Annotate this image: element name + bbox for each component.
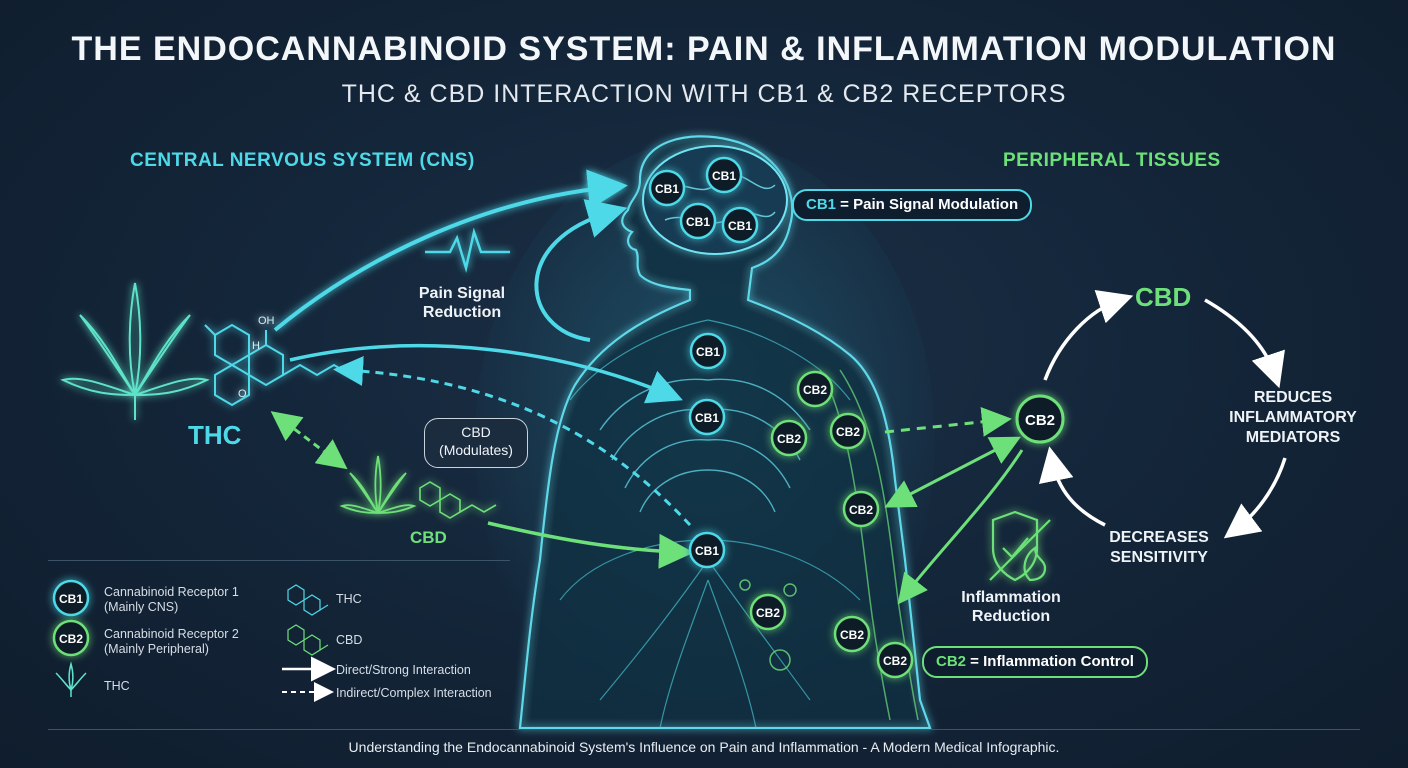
legend-thc-molecule-icon <box>287 584 329 616</box>
legend-cb2-icon: CB2 <box>52 619 90 657</box>
speech-line-2: (Modulates) <box>439 442 513 458</box>
legend-cbd-molecule-text: CBD <box>336 633 363 647</box>
svg-text:CB1: CB1 <box>696 345 720 359</box>
cb1-receptors: CB1 CB1 CB1 CB1 CB1 CB1 CB1 <box>648 156 759 569</box>
speech-line-1: CBD <box>461 424 491 440</box>
svg-text:CB2: CB2 <box>883 654 907 668</box>
svg-text:CB2: CB2 <box>756 606 780 620</box>
svg-text:CB1: CB1 <box>728 219 752 233</box>
svg-text:CB2: CB2 <box>59 632 83 646</box>
cb1-callout: CB1 = Pain Signal Modulation <box>792 189 1033 221</box>
legend-cb2-text: Cannabinoid Receptor 2 (Mainly Periphera… <box>104 627 239 657</box>
cbd-modulates-bubble: CBD (Modulates) <box>424 418 528 468</box>
cbd-molecule-icon <box>419 481 497 519</box>
reduces-line-3: MEDIATORS <box>1245 429 1341 446</box>
reduces-line-2: INFLAMMATORY <box>1229 409 1357 426</box>
svg-text:CB1: CB1 <box>695 411 719 425</box>
legend-r1-line-2: (Mainly CNS) <box>104 600 179 614</box>
reduces-line-1: REDUCES <box>1253 389 1333 406</box>
svg-text:H: H <box>252 340 260 352</box>
shield-flame-icon <box>989 510 1051 582</box>
cbd-cycle-arrows <box>1038 290 1287 539</box>
decreases-sensitivity-label: DECREASES SENSITIVITY <box>1094 528 1224 568</box>
pain-line-2: Reduction <box>422 304 502 321</box>
svg-text:CB2: CB2 <box>836 425 860 439</box>
legend-leaf-icon <box>55 661 87 697</box>
legend-cb1-icon: CB1 <box>52 579 90 617</box>
receptor-badge-cb2: CB2 <box>770 419 808 457</box>
receptor-badge-cb2: CB2 <box>842 490 880 528</box>
receptor-badge-cb2: CB2 <box>833 615 871 653</box>
receptor-badge-cb1: CB1 <box>705 156 743 194</box>
cell-icons <box>739 579 797 671</box>
svg-text:CB2: CB2 <box>1025 412 1055 429</box>
cbd-cycle-label: CBD <box>1135 282 1192 312</box>
receptor-badge-cb1: CB1 <box>688 531 726 569</box>
cns-section-label: CENTRAL NERVOUS SYSTEM (CNS) <box>130 150 475 171</box>
cbd-leaf-icon <box>339 455 417 514</box>
connection-arrows <box>270 169 1024 605</box>
receptor-badge-cb1: CB1 <box>648 169 686 207</box>
svg-text:CB1: CB1 <box>686 215 710 229</box>
legend-cbd-molecule-icon <box>287 624 329 656</box>
svg-text:OH: OH <box>258 315 275 327</box>
inflam-line-1: Inflammation <box>961 589 1061 606</box>
legend-indirect-text: Indirect/Complex Interaction <box>336 686 492 700</box>
legend-thc-molecule-text: THC <box>336 592 362 606</box>
cb2-callout-tag: CB2 <box>936 653 967 670</box>
decreases-line-1: DECREASES <box>1109 529 1209 546</box>
cbd-label: CBD <box>410 528 447 547</box>
legend-r1-line-1: Cannabinoid Receptor 1 <box>104 585 239 599</box>
receptor-badge-cb2-large: CB2 <box>1015 394 1065 444</box>
thc-label: THC <box>188 420 242 450</box>
legend-cb1-text: Cannabinoid Receptor 1 (Mainly CNS) <box>104 585 239 615</box>
pulse-icon <box>425 227 510 273</box>
reduces-mediators-label: REDUCES INFLAMMATORY MEDIATORS <box>1218 388 1368 448</box>
legend-r2-line-1: Cannabinoid Receptor 2 <box>104 627 239 641</box>
legend-direct-text: Direct/Strong Interaction <box>336 663 471 677</box>
legend-divider <box>48 560 510 561</box>
footer-divider <box>48 729 1360 730</box>
pain-line-1: Pain Signal <box>418 285 506 302</box>
receptor-badge-cb2: CB2 <box>796 370 834 408</box>
svg-text:CB1: CB1 <box>695 544 719 558</box>
decreases-line-2: SENSITIVITY <box>1110 549 1208 566</box>
svg-text:O: O <box>238 388 247 400</box>
receptor-badge-cb1: CB1 <box>688 398 726 436</box>
page-title: THE ENDOCANNABINOID SYSTEM: PAIN & INFLA… <box>71 30 1337 68</box>
receptor-badge-cb1: CB1 <box>679 202 717 240</box>
cb2-receptors: CB2 CB2 CB2 CB2 CB2 CB2 CB2 CB2 <box>749 370 1065 679</box>
receptor-badge-cb1: CB1 <box>689 332 727 370</box>
pain-signal-caption: Pain Signal Reduction <box>402 284 522 322</box>
svg-text:CB1: CB1 <box>712 169 736 183</box>
cb1-callout-tag: CB1 <box>806 196 837 213</box>
svg-text:CB2: CB2 <box>840 628 864 642</box>
cannabis-leaf-icon <box>60 282 210 420</box>
inflammation-reduction-caption: Inflammation Reduction <box>946 588 1076 626</box>
legend-icons: CB1 CB2 <box>52 579 336 702</box>
svg-text:CB2: CB2 <box>803 383 827 397</box>
receptor-badge-cb1: CB1 <box>721 206 759 244</box>
svg-text:CB2: CB2 <box>777 432 801 446</box>
footer-caption: Understanding the Endocannabinoid System… <box>348 739 1060 755</box>
page-subtitle: THC & CBD INTERACTION WITH CB1 & CB2 REC… <box>341 80 1067 108</box>
svg-text:CB1: CB1 <box>655 182 679 196</box>
cb2-callout-text: = Inflammation Control <box>966 653 1134 670</box>
svg-text:CB2: CB2 <box>849 503 873 517</box>
receptor-badge-cb2: CB2 <box>829 412 867 450</box>
svg-text:CB1: CB1 <box>59 592 83 606</box>
peripheral-section-label: PERIPHERAL TISSUES <box>1003 150 1221 171</box>
legend-r2-line-2: (Mainly Peripheral) <box>104 642 209 656</box>
inflam-line-2: Reduction <box>971 608 1051 625</box>
thc-molecule-icon: H OH O <box>204 315 352 407</box>
receptor-badge-cb2: CB2 <box>749 593 787 631</box>
cb1-callout-text: = Pain Signal Modulation <box>836 196 1019 213</box>
receptor-badge-cb2: CB2 <box>876 641 914 679</box>
legend-thc-plant-text: THC <box>104 679 130 693</box>
cb2-callout: CB2 = Inflammation Control <box>922 646 1148 678</box>
